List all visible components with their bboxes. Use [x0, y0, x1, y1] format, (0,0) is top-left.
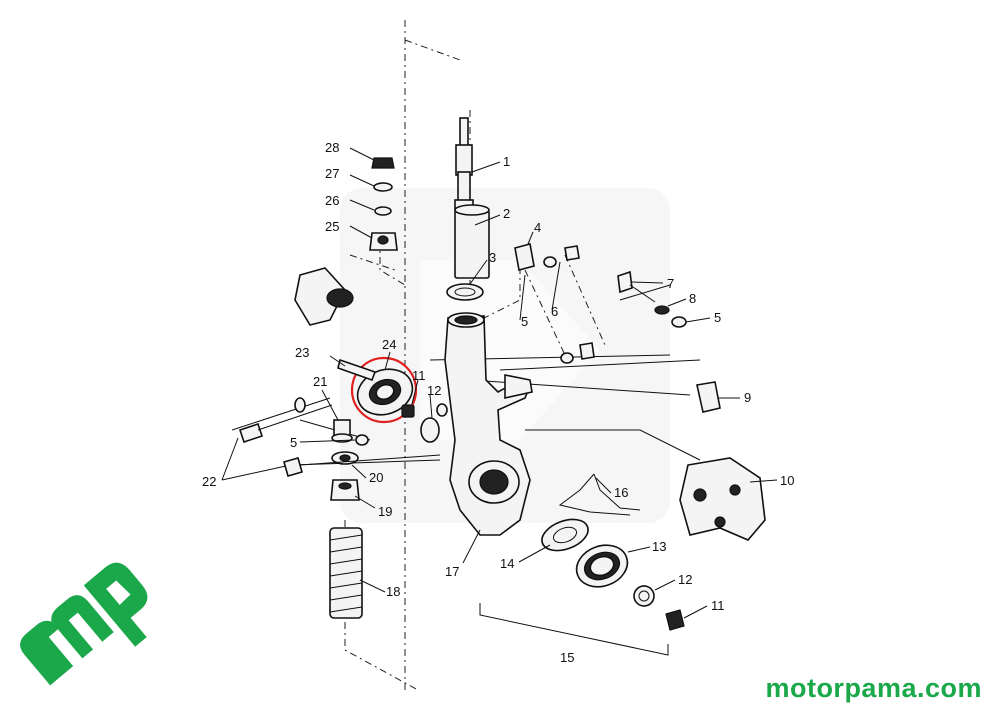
part-washer-5-left: [294, 397, 448, 446]
part-stack-top: [369, 157, 398, 251]
callout-17: 17: [445, 564, 459, 579]
callout-16: 16: [614, 485, 628, 500]
part-small-nut-11: [401, 404, 415, 418]
part-sleeve: [454, 204, 490, 279]
callout-1: 1: [503, 154, 510, 169]
part-block-9: [696, 381, 721, 413]
part-nut-21: [331, 419, 353, 443]
callout-24: 24: [382, 337, 396, 352]
callout-18: 18: [386, 584, 400, 599]
callout-13: 13: [652, 539, 666, 554]
callout-27: 27: [325, 166, 339, 181]
callout-12-lower: 12: [678, 572, 692, 587]
part-bearing: [350, 356, 418, 424]
callout-14: 14: [500, 556, 514, 571]
part-wire-16: [558, 473, 641, 516]
part-bolts-22: [238, 404, 441, 477]
callout-2: 2: [503, 206, 510, 221]
callout-3: 3: [489, 250, 496, 265]
callout-19: 19: [378, 504, 392, 519]
part-pin-23: [337, 358, 377, 382]
part-nut-6: [560, 245, 595, 364]
group-bracket-15: [479, 603, 669, 656]
part-bearing-13: [575, 544, 629, 588]
callout-22: 22: [202, 474, 216, 489]
part-washer-12-hub: [633, 585, 655, 607]
callout-5-left: 5: [290, 435, 297, 450]
callout-6: 6: [551, 304, 558, 319]
callout-28: 28: [325, 140, 339, 155]
callout-20: 20: [369, 470, 383, 485]
callout-5-right: 5: [714, 310, 721, 325]
part-caliper-10: [679, 457, 766, 541]
callout-9: 9: [744, 390, 751, 405]
brand-logo: [20, 562, 148, 686]
part-washer-3: [446, 283, 484, 301]
callout-11-lower: 11: [711, 598, 725, 613]
callout-4: 4: [534, 220, 541, 235]
background-watermark: [340, 188, 670, 523]
part-small-washer-12: [420, 417, 440, 443]
callout-8: 8: [689, 291, 696, 306]
callout-leaders: [221, 147, 778, 619]
callout-15: 15: [560, 650, 574, 665]
callout-labels: 1 2 3 4 5 5 5 6 7 8 9 10 11 11 12 12 13 …: [202, 140, 794, 665]
callout-21: 21: [313, 374, 327, 389]
callout-12-upper: 12: [427, 383, 441, 398]
callout-23: 23: [295, 345, 309, 360]
callout-25: 25: [325, 219, 339, 234]
part-bolt-7: [617, 270, 687, 328]
part-upper-bracket: [294, 267, 354, 326]
part-cap-19: [330, 479, 360, 501]
callout-7: 7: [667, 276, 674, 291]
part-spring-18: [329, 527, 363, 619]
callout-26: 26: [325, 193, 339, 208]
part-plate-4: [514, 243, 557, 271]
part-nut-11-hub: [665, 609, 685, 631]
callout-5-upper: 5: [521, 314, 528, 329]
part-knuckle: [444, 312, 533, 536]
callout-10: 10: [780, 473, 794, 488]
callout-11-upper: 11: [412, 368, 426, 383]
part-seal-14: [541, 518, 589, 552]
brand-wordmark: motorpama.com: [765, 673, 982, 703]
